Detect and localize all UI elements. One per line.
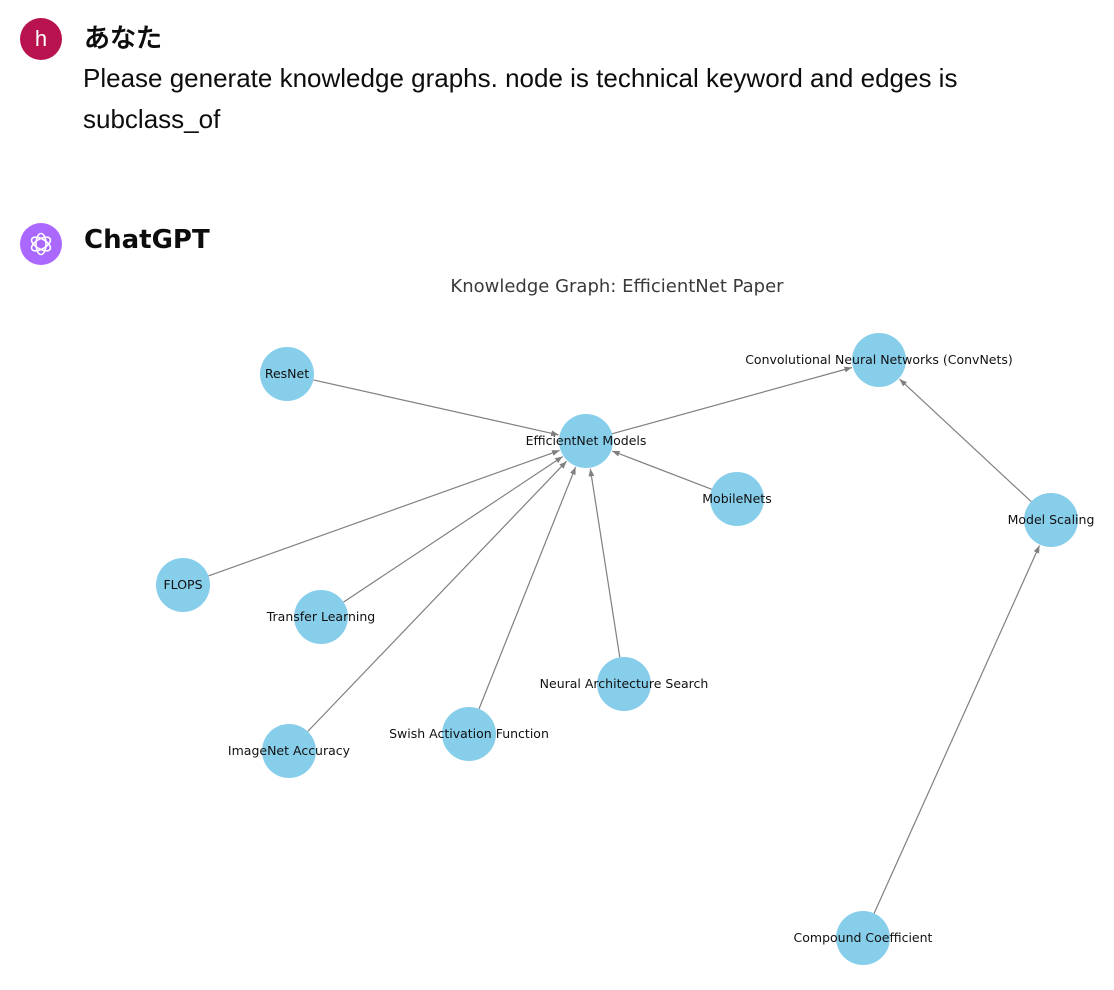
graph-edge-swish-to-efficientnet: [478, 466, 577, 710]
graph-node-label-swish: Swish Activation Function: [389, 726, 549, 741]
graph-node-imagenet: [262, 724, 316, 778]
graph-node-label-efficientnet: EfficientNet Models: [526, 433, 647, 448]
graph-title: Knowledge Graph: EfficientNet Paper: [450, 276, 784, 297]
graph-node-resnet: [260, 347, 314, 401]
assistant-name: ChatGPT: [84, 225, 210, 255]
graph-edge-flops-to-efficientnet: [208, 449, 560, 577]
graph-edge-compound-to-model_scaling: [873, 545, 1041, 914]
graph-node-label-flops: FLOPS: [163, 577, 202, 592]
graph-node-label-transfer: Transfer Learning: [266, 609, 376, 624]
user-message: Please generate knowledge graphs. node i…: [83, 63, 958, 134]
user-avatar-letter: h: [34, 26, 48, 51]
graph-edge-model_scaling-to-convnets: [899, 378, 1032, 503]
graph-node-mobilenets: [710, 472, 764, 526]
graph-edge-imagenet-to-efficientnet: [307, 460, 568, 732]
graph-node-convnets: [852, 333, 906, 387]
user-name: あなた: [84, 24, 163, 54]
graph-edge-resnet-to-efficientnet: [313, 379, 559, 437]
graph-node-label-model_scaling: Model Scaling: [1008, 512, 1095, 527]
graph-node-model_scaling: [1024, 493, 1078, 547]
graph-edge-nas-to-efficientnet: [588, 468, 621, 658]
graph-node-efficientnet: [559, 414, 613, 468]
assistant-avatar: [20, 223, 62, 265]
user-avatar: h: [20, 18, 62, 60]
graph-node-label-convnets: Convolutional Neural Networks (ConvNets): [745, 352, 1013, 367]
graph-edge-transfer-to-efficientnet: [343, 456, 564, 603]
openai-logo-icon: [30, 232, 52, 256]
graph-node-nas: [597, 657, 651, 711]
graph-node-label-compound: Compound Coefficient: [794, 930, 933, 945]
graph-node-label-resnet: ResNet: [265, 366, 309, 381]
graph-node-swish: [442, 707, 496, 761]
graph-node-label-imagenet: ImageNet Accuracy: [228, 743, 351, 758]
graph-edge-efficientnet-to-convnets: [611, 366, 853, 435]
graph-node-label-mobilenets: MobileNets: [702, 491, 771, 506]
graph-node-flops: [156, 558, 210, 612]
graph-edge-mobilenets-to-efficientnet: [611, 450, 713, 490]
graph-node-transfer: [294, 590, 348, 644]
graph-node-compound: [836, 911, 890, 965]
graph-node-label-nas: Neural Architecture Search: [540, 676, 709, 691]
